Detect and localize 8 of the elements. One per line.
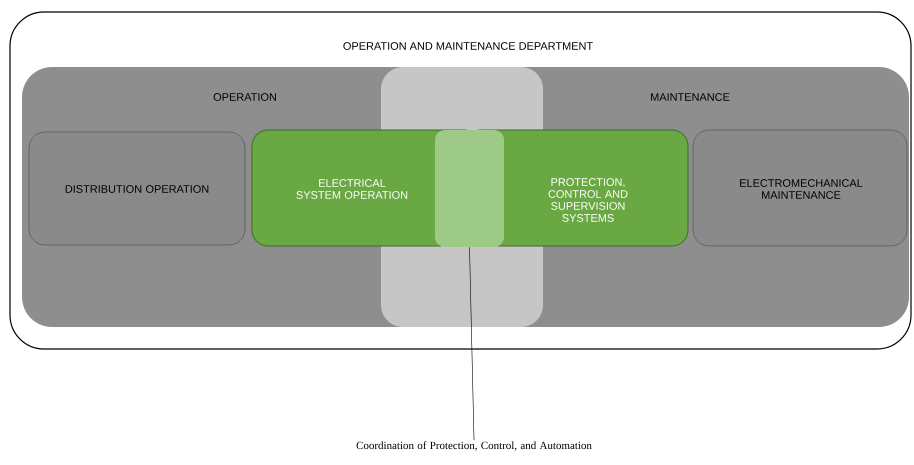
leader-line xyxy=(469,246,474,440)
unit-box: ELECTROMECHANICAL MAINTENANCE xyxy=(692,130,908,246)
heading: OPERATION AND MAINTENANCE DEPARTMENT xyxy=(343,42,593,50)
section-heading: OPERATION xyxy=(214,93,276,101)
section-heading: MAINTENANCE xyxy=(651,93,730,101)
note-text: Coordination of Protection, Control, and Automation xyxy=(356,441,592,451)
overlap-box xyxy=(435,130,504,247)
unit-box: DISTRIBUTION OPERATION xyxy=(28,132,246,246)
